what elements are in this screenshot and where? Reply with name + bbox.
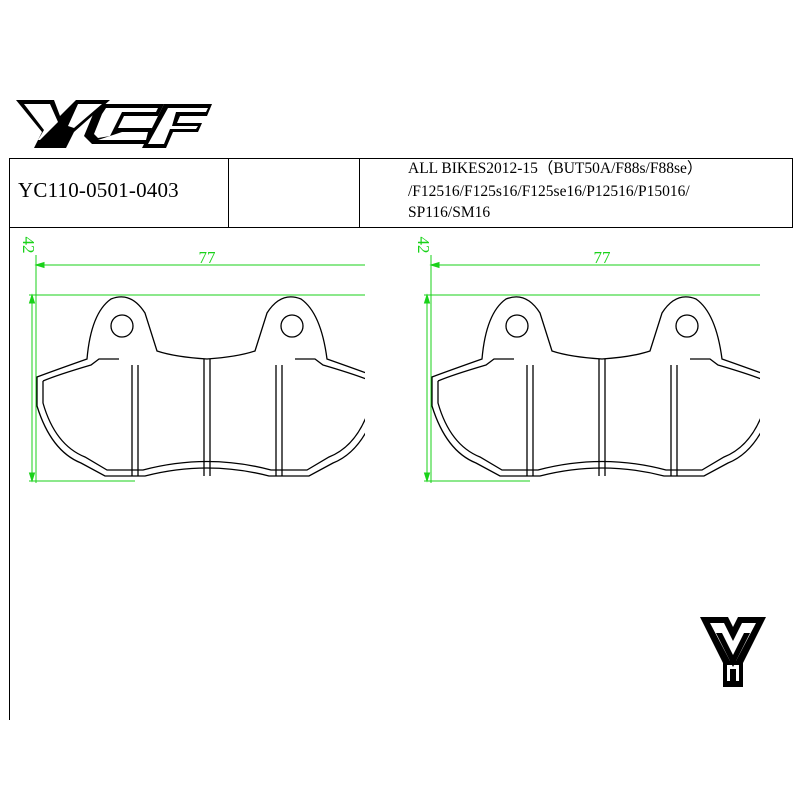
fitment-line-1: ALL BIKES2012-15（BUT50A/F88s/F88se） [408,160,703,177]
brake-pad-drawing-right: 77 42 [414,237,760,483]
part-number: YC110-0501-0403 [18,178,179,202]
brake-pad-drawing-left: 77 42 [19,237,365,483]
brake-pad-outline [431,296,760,477]
title-block-frame [9,158,793,720]
height-dimension-label: 42 [19,237,38,254]
ycf-logo [16,100,212,148]
y-brand-icon [700,617,766,687]
width-dimension-label: 77 [199,248,217,267]
dimension-lines [423,255,760,483]
dimension-lines [28,255,365,483]
brake-pad-outline [36,296,365,477]
height-dimension-label: 42 [414,237,433,254]
width-dimension-label: 77 [594,248,612,267]
fitment-line-3: SP116/SM16 [408,204,491,221]
fitment-line-2: /F12516/F125s16/F125se16/P12516/P15016/ [408,183,690,200]
